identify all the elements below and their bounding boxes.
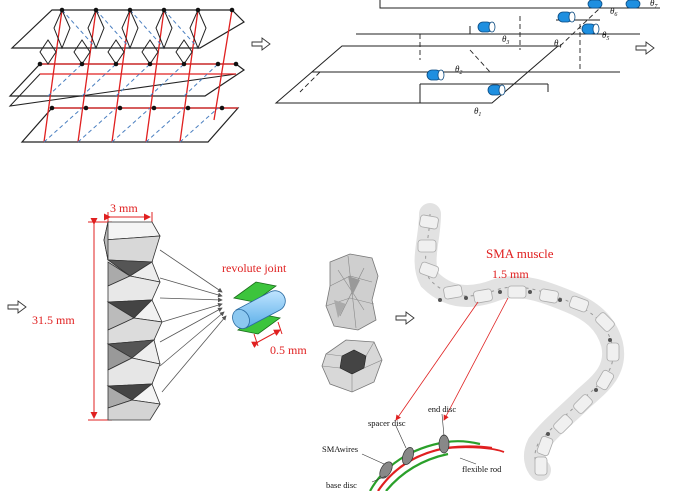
sma-muscle-detail bbox=[361, 413, 505, 491]
theta-4-label: θ4 bbox=[554, 38, 561, 50]
hollow-right-arrow-icon bbox=[395, 311, 415, 325]
hollow-right-arrow-icon bbox=[7, 300, 27, 314]
revolute-joint-label: revolute joint bbox=[222, 261, 287, 275]
joint-pointer-arrows bbox=[159, 249, 227, 393]
theta-2-label: θ2 bbox=[455, 64, 462, 76]
end-disc-label: end disc bbox=[428, 404, 456, 414]
spacer-disc-label: spacer disc bbox=[368, 418, 406, 428]
height-label: 31.5 mm bbox=[32, 313, 75, 327]
crease-pattern bbox=[8, 7, 246, 143]
hollow-right-arrow-icon bbox=[251, 37, 271, 51]
theta-6-label: θ6 bbox=[610, 6, 617, 18]
sma-wires-label: SMAwires bbox=[322, 444, 358, 454]
robot-arm bbox=[414, 203, 625, 481]
folded-unit-render-side bbox=[325, 253, 379, 331]
revolute-joint-icon bbox=[232, 281, 286, 335]
cylinder-joint-icon bbox=[426, 0, 641, 96]
base-disc-label: base disc bbox=[326, 480, 357, 490]
hollow-right-arrow-icon bbox=[635, 41, 655, 55]
folded-unit-render-top bbox=[321, 339, 383, 393]
joint-gap-label: 0.5 mm bbox=[270, 343, 307, 357]
width-label: 3 mm bbox=[110, 201, 138, 215]
theta-5-label: θ5 bbox=[602, 30, 609, 42]
kinematic-model: θ1 θ2 θ3 θ4 θ5 θ6 θ7 bbox=[274, 0, 660, 118]
flexible-rod-label: flexible rod bbox=[462, 464, 502, 474]
muscle-size-label: 1.5 mm bbox=[492, 267, 529, 281]
sma-muscle-label: SMA muscle bbox=[486, 246, 554, 261]
theta-3-label: θ3 bbox=[502, 34, 509, 46]
theta-7-label: θ7 bbox=[650, 0, 658, 10]
theta-1-label: θ1 bbox=[474, 106, 481, 118]
folded-tower: 3 mm 31.5 mm bbox=[32, 201, 163, 421]
